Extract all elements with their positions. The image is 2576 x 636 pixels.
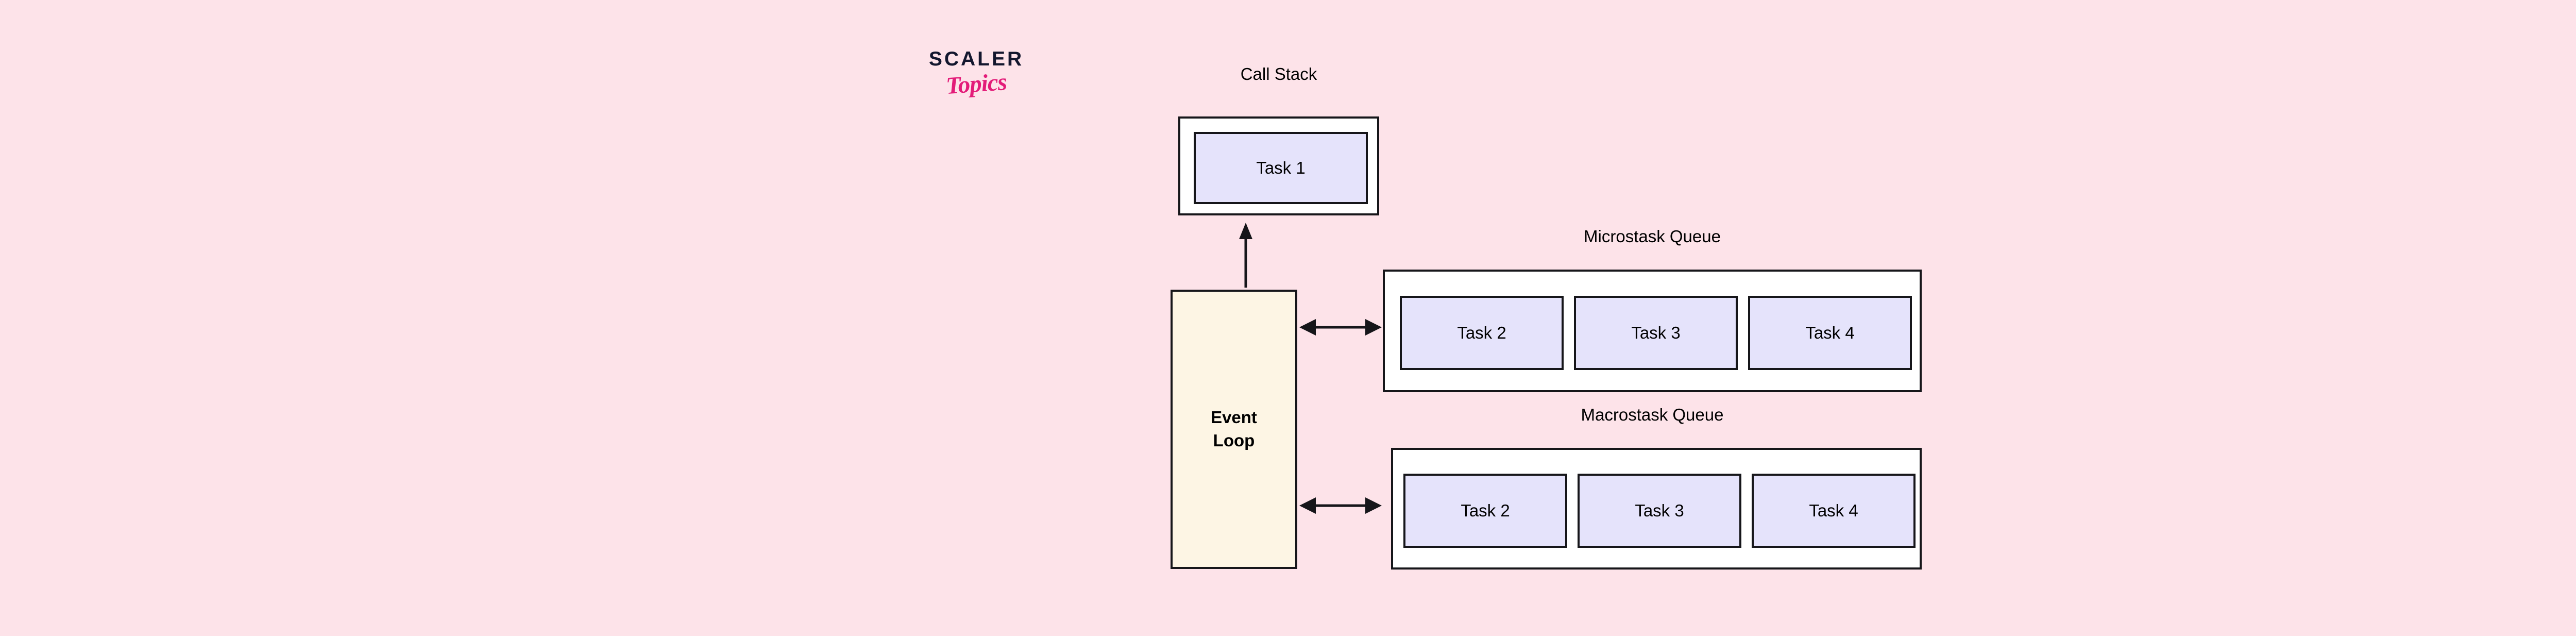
event-loop-label: Event Loop	[1211, 406, 1257, 452]
macrostask-queue-label: Macrostask Queue	[1581, 405, 1724, 424]
microstask-queue-container: Task 2 Task 3 Task 4	[1383, 270, 1922, 392]
event-loop-to-macrostask-queue-arrow-icon	[1299, 497, 1382, 514]
event-loop-label-line1: Event	[1211, 408, 1257, 427]
macrostask-task-3[interactable]: Task 4	[1752, 474, 1916, 548]
event-loop-label-line2: Loop	[1213, 431, 1255, 450]
task-label: Task 2	[1461, 501, 1510, 520]
microstask-queue-label: Microstask Queue	[1584, 227, 1721, 246]
logo-scaler-text: SCALER	[928, 48, 1024, 70]
scaler-topics-logo: SCALER Topics	[899, 49, 1054, 126]
task-label: Task 1	[1256, 158, 1306, 177]
task-label: Task 4	[1809, 501, 1858, 520]
call-stack-label: Call Stack	[1240, 64, 1317, 83]
task-label: Task 2	[1457, 323, 1506, 342]
task-label: Task 4	[1805, 323, 1855, 342]
event-loop-container: Event Loop	[1171, 290, 1297, 569]
task-label: Task 3	[1635, 501, 1684, 520]
logo-topics-text: Topics	[945, 68, 1008, 100]
event-loop-to-microstask-queue-arrow-icon	[1299, 319, 1382, 336]
task-label: Task 3	[1631, 323, 1681, 342]
microstask-task-2[interactable]: Task 3	[1574, 296, 1738, 370]
call-stack-container: Task 1	[1178, 116, 1379, 215]
macrostask-queue-container: Task 2 Task 3 Task 4	[1391, 448, 1922, 570]
macrostask-task-2[interactable]: Task 3	[1578, 474, 1741, 548]
microstask-task-3[interactable]: Task 4	[1748, 296, 1912, 370]
macrostask-task-1[interactable]: Task 2	[1403, 474, 1567, 548]
event-loop-to-call-stack-arrow-icon	[1239, 223, 1252, 288]
microstask-task-1[interactable]: Task 2	[1400, 296, 1564, 370]
call-stack-task-1[interactable]: Task 1	[1194, 132, 1368, 204]
